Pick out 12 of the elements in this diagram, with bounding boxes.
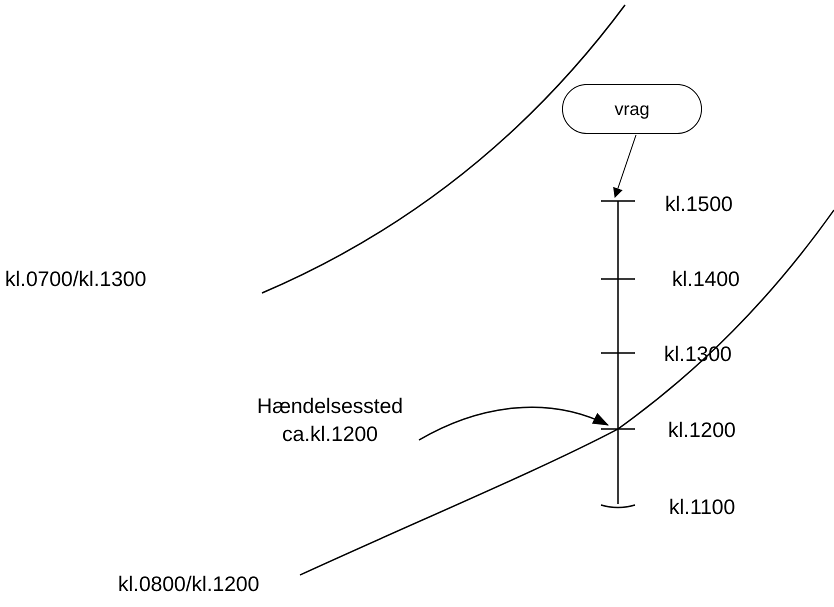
arrow (418, 406, 609, 441)
arrow (613, 134, 636, 198)
annotation-text: Hændelsessted ca.kl.1200 (240, 393, 420, 453)
scale-label: kl.1100 (669, 495, 736, 521)
scale-label: kl.1400 (672, 267, 740, 293)
rounded-box: vrag (562, 84, 702, 134)
time-label: kl.0800/kl.1200 (118, 572, 260, 598)
scale-label: kl.1500 (665, 192, 733, 218)
scale-label: kl.1200 (668, 418, 736, 444)
tick-mark (601, 198, 635, 204)
time-label: kl.0700/kl.1300 (5, 267, 146, 293)
tick-mark (601, 426, 635, 432)
